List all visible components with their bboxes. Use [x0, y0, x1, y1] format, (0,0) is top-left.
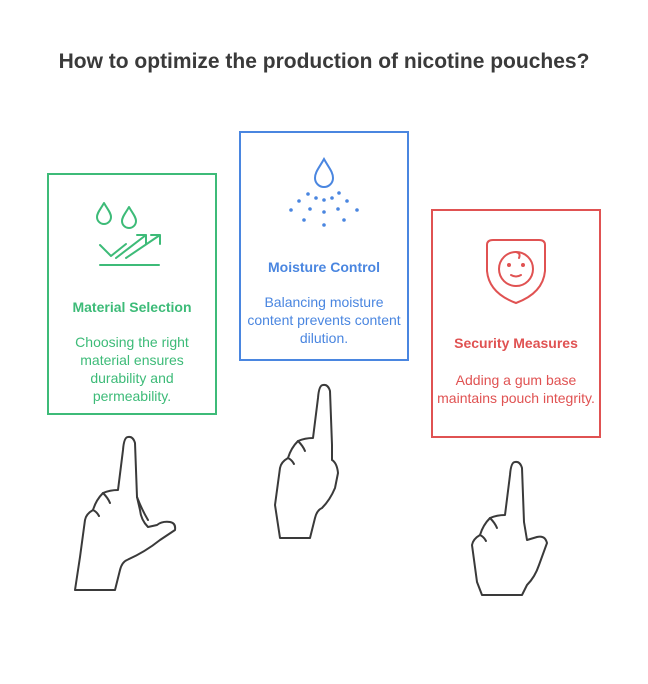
- card-body: Choosing the right material ensures dura…: [75, 334, 189, 404]
- pointing-hand-icon: [74, 435, 177, 591]
- shield-face-icon: [486, 239, 546, 305]
- card-body: Adding a gum base maintains pouch integr…: [437, 372, 595, 406]
- page-title: How to optimize the production of nicoti…: [58, 50, 590, 73]
- droplets-arrows-icon: [96, 202, 161, 266]
- card-moisture-control: Moisture Control Balancing moisture cont…: [239, 131, 409, 361]
- card-heading: Material Selection: [72, 299, 192, 315]
- card-body: Balancing moisture content prevents cont…: [247, 294, 401, 346]
- card-security-measures: Security Measures Adding a gum base main…: [431, 209, 601, 438]
- card-heading: Moisture Control: [268, 259, 380, 275]
- pointing-hand-icon: [471, 460, 548, 596]
- pointing-hand-icon: [274, 383, 339, 539]
- card-material-selection: Material Selection Choosing the right ma…: [47, 173, 217, 415]
- water-drop-spray-icon: [289, 156, 359, 227]
- card-heading: Security Measures: [454, 335, 578, 351]
